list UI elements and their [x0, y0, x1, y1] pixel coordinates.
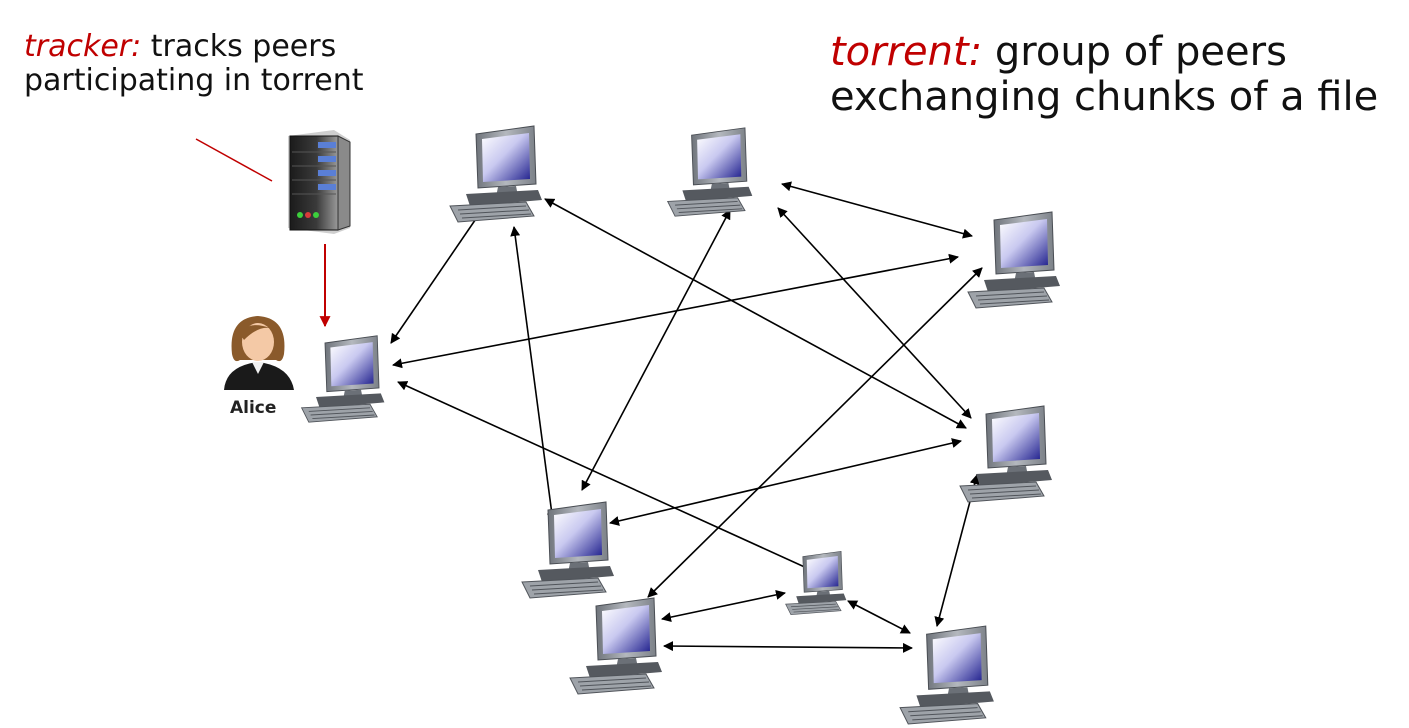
tracker-term: tracker: — [24, 29, 142, 64]
connection-arrow — [544, 198, 967, 429]
peer-computer-icon — [967, 211, 1061, 309]
connection-arrow — [390, 209, 483, 344]
alice-computer-icon — [301, 335, 385, 423]
tracker-desc-line1: tracks peers — [141, 29, 337, 64]
connection-arrow — [847, 600, 911, 634]
connection-arrow — [661, 589, 786, 623]
alice-label: Alice — [230, 398, 277, 418]
connection-arrow — [781, 181, 973, 239]
connection-arrow — [510, 226, 557, 523]
torrent-term: torrent: — [830, 29, 983, 75]
torrent-description: torrent: group of peers exchanging chunk… — [830, 30, 1378, 120]
peer-computer-icon — [899, 625, 995, 725]
peer-computer-icon — [667, 127, 753, 217]
tracker-pointer-line — [195, 138, 273, 182]
peer-computer-icon — [785, 550, 847, 616]
torrent-desc-line2: exchanging chunks of a file — [830, 73, 1379, 120]
connection-arrow — [397, 381, 821, 575]
torrent-desc-line1: group of peers — [982, 29, 1287, 75]
tracker-desc-line2: participating in torrent — [24, 62, 364, 98]
connection-arrow — [647, 267, 983, 598]
tracker-server-icon — [288, 130, 351, 234]
connection-arrow — [581, 209, 731, 491]
peer-computer-icon — [569, 597, 663, 695]
connection-arrow — [663, 641, 913, 653]
peer-computer-icon — [521, 501, 615, 599]
connection-arrow — [777, 207, 972, 419]
peer-computer-icon — [959, 405, 1053, 503]
tracker-description: tracker: tracks peers participating in t… — [24, 30, 364, 97]
connection-arrow — [609, 438, 962, 526]
person-avatar-icon — [224, 316, 294, 390]
peer-computer-icon — [449, 125, 543, 223]
peer-connections — [390, 181, 983, 653]
